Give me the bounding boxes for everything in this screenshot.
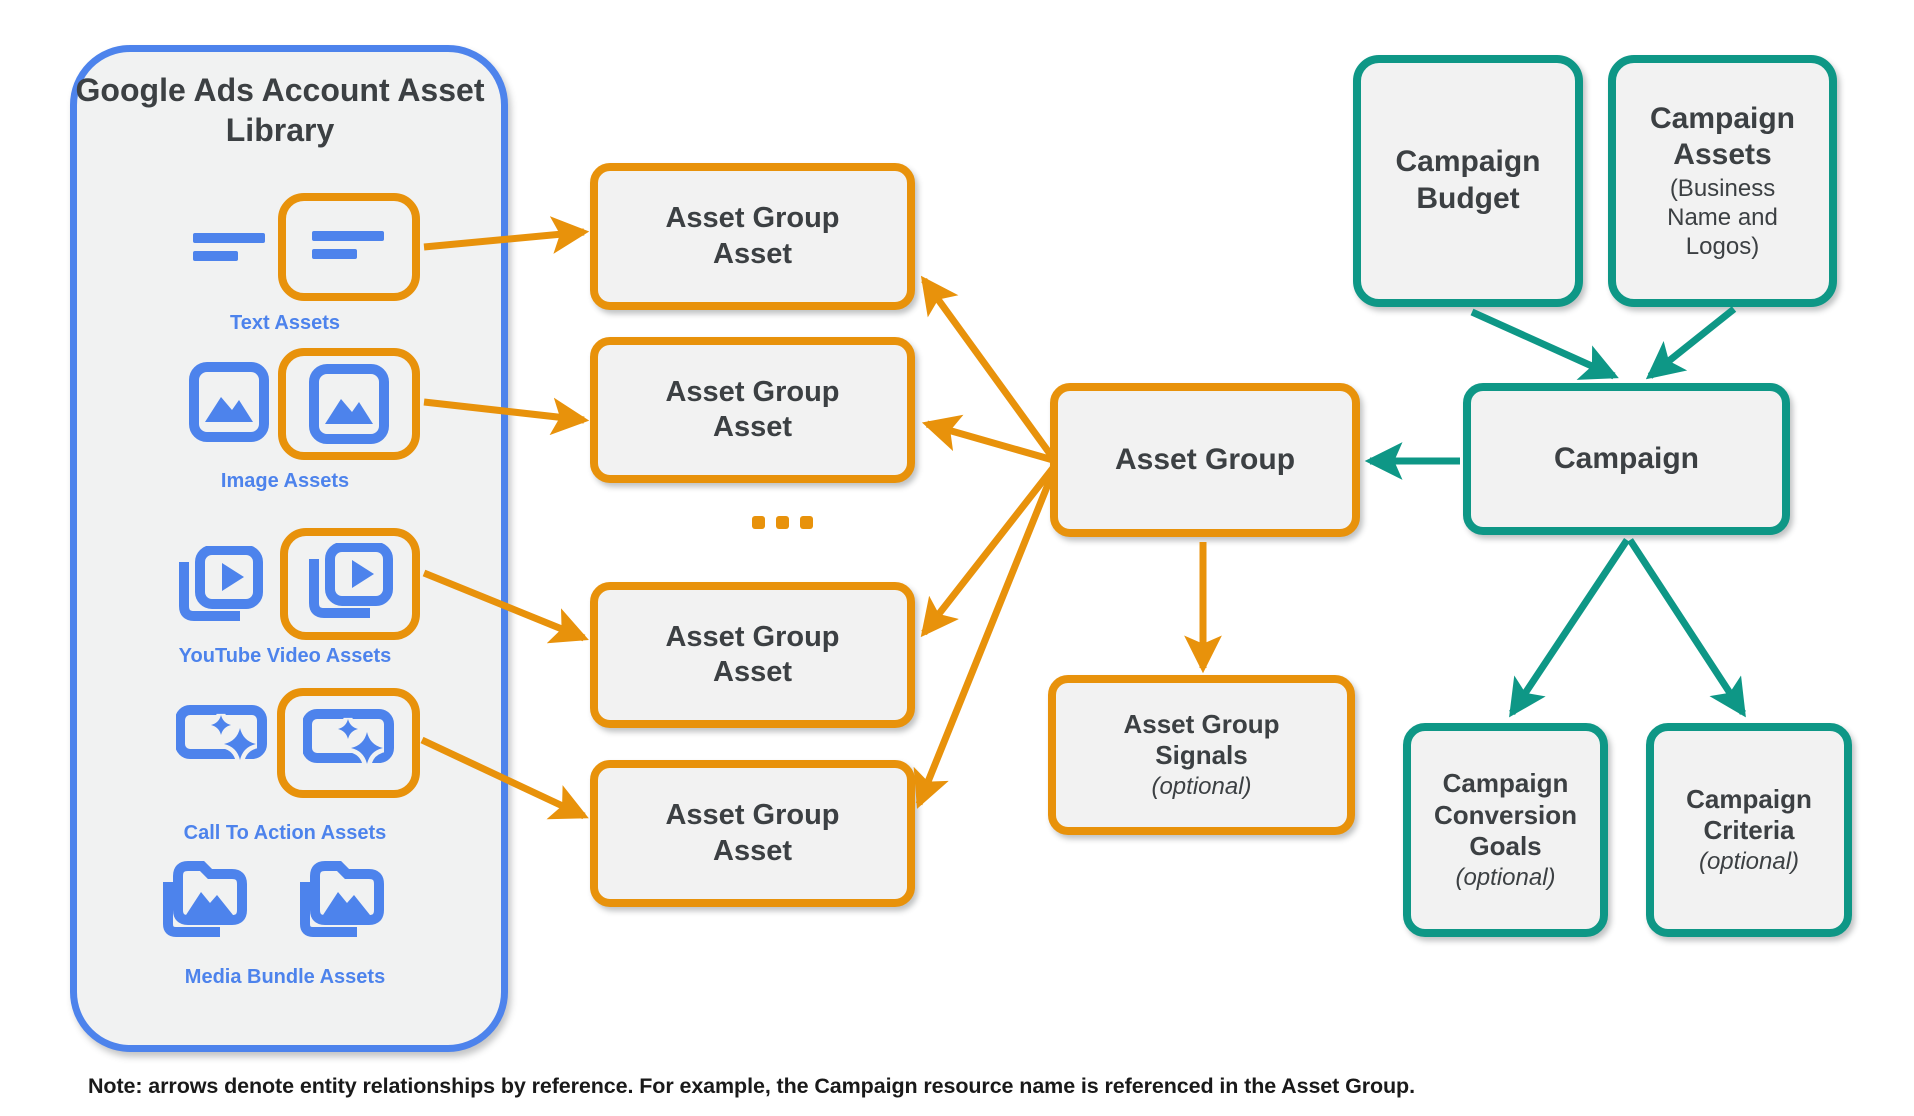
arrow-asset-group-to-asset-group-asset-3 <box>920 465 1056 638</box>
asset-group-asset-label: Asset Group Asset <box>665 375 840 443</box>
asset-group-asset-box-3: Asset Group Asset <box>590 582 915 728</box>
ellipsis-dots <box>752 516 813 529</box>
asset-group-asset-box-2: Asset Group Asset <box>590 337 915 483</box>
call-to-action-assets-label: Call To Action Assets <box>183 822 387 844</box>
media-bundle-assets-label: Media Bundle Assets <box>184 966 386 988</box>
campaign-assets-title: Campaign Assets <box>1649 101 1796 172</box>
asset-group-signals-qualifier: (optional) <box>1151 773 1252 801</box>
campaign-assets-box: Campaign Assets (Business Name and Logos… <box>1608 55 1837 307</box>
image-icon <box>309 364 389 444</box>
arrow-campaign-to-criteria <box>1627 538 1746 718</box>
asset-group-asset-label: Asset Group Asset <box>665 620 840 688</box>
image-assets-label: Image Assets <box>220 470 350 492</box>
asset-group-asset-box-4: Asset Group Asset <box>590 760 915 907</box>
asset-group-label: Asset Group <box>1114 442 1296 476</box>
asset-group-box: Asset Group <box>1050 383 1360 537</box>
campaign-budget-label: Campaign Budget <box>1395 145 1541 215</box>
youtube-video-icon <box>309 543 393 618</box>
text-asset-selected-ring <box>278 193 420 301</box>
campaign-criteria-qualifier: (optional) <box>1698 848 1800 876</box>
arrow-campaign-assets-to-campaign <box>1645 306 1737 380</box>
asset-group-asset-label: Asset Group Asset <box>665 799 840 867</box>
arrow-campaign-to-conversion-goals <box>1509 538 1630 718</box>
youtube-video-assets-label: YouTube Video Assets <box>178 645 392 667</box>
call-to-action-asset-selected-ring <box>277 688 420 798</box>
arrow-campaign-budget-to-campaign <box>1470 308 1619 380</box>
asset-library-title: Google Ads Account Asset Library <box>75 72 485 148</box>
arrow-asset-group-to-asset-group-asset-2 <box>921 414 1054 464</box>
campaign-label: Campaign <box>1553 441 1700 475</box>
asset-group-asset-box-1: Asset Group Asset <box>590 163 915 310</box>
text-lines-icon <box>312 231 384 259</box>
text-assets-label: Text Assets <box>229 312 341 334</box>
campaign-conversion-goals-qualifier: (optional) <box>1455 863 1556 891</box>
arrow-asset-group-to-asset-group-asset-4 <box>913 470 1057 809</box>
image-icon <box>188 362 270 442</box>
campaign-budget-box: Campaign Budget <box>1353 55 1583 307</box>
campaign-criteria-title: Campaign Criteria <box>1686 783 1812 846</box>
call-to-action-sparkle-icon <box>176 702 268 776</box>
media-bundle-folder-icon <box>160 854 254 940</box>
youtube-video-icon <box>176 546 264 628</box>
media-bundle-folder-icon <box>297 854 391 940</box>
footnote: Note: arrows denote entity relationships… <box>88 1074 1415 1098</box>
campaign-criteria-box: Campaign Criteria (optional) <box>1646 723 1852 937</box>
text-lines-icon <box>193 233 267 265</box>
arrow-asset-group-to-asset-group-asset-1 <box>920 275 1056 461</box>
youtube-video-asset-selected-ring <box>280 528 420 640</box>
campaign-box: Campaign <box>1463 383 1790 535</box>
campaign-conversion-goals-box: Campaign Conversion Goals (optional) <box>1403 723 1608 937</box>
campaign-conversion-goals-title: Campaign Conversion Goals <box>1433 767 1578 862</box>
campaign-assets-subtitle: (Business Name and Logos) <box>1667 174 1778 261</box>
asset-group-signals-box: Asset Group Signals (optional) <box>1048 675 1355 835</box>
image-asset-selected-ring <box>278 348 420 460</box>
asset-group-signals-title: Asset Group Signals <box>1123 708 1280 771</box>
call-to-action-sparkle-icon <box>302 709 394 766</box>
asset-group-asset-label: Asset Group Asset <box>665 202 840 270</box>
